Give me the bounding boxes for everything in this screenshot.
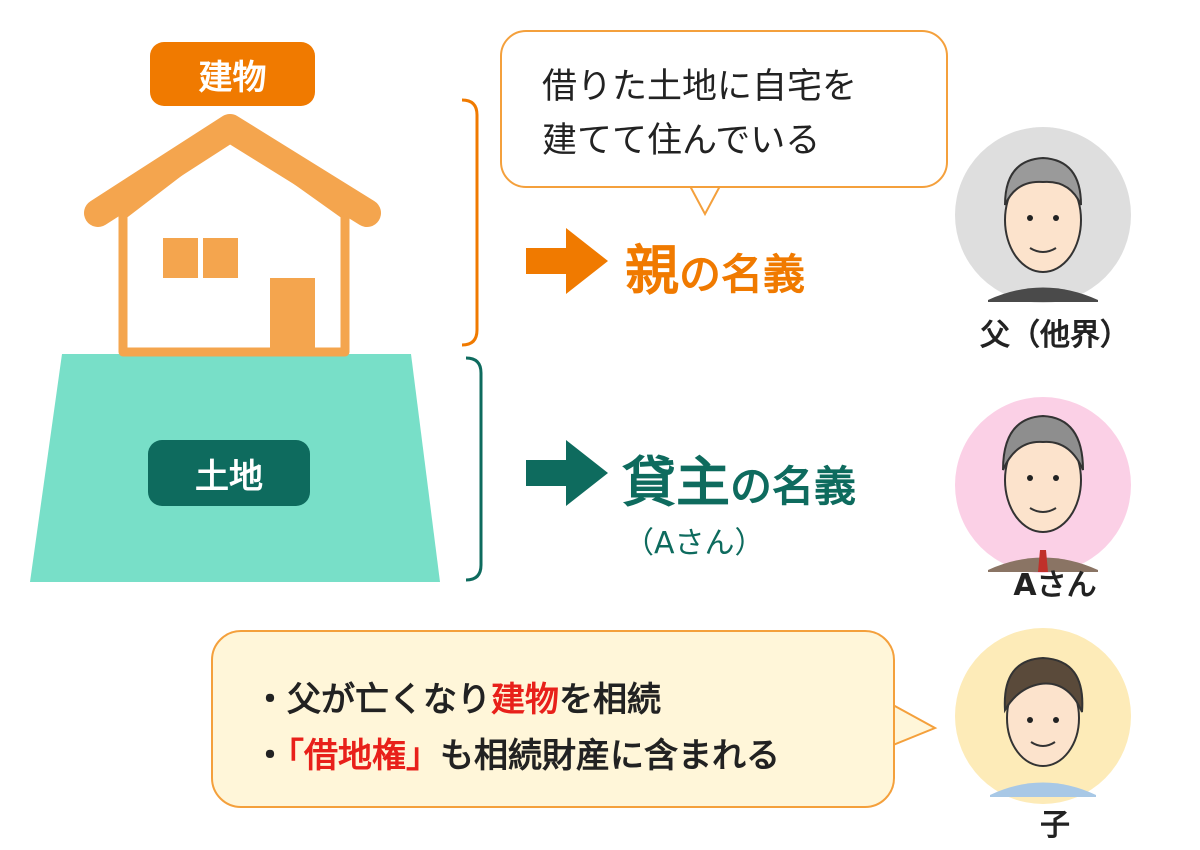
landlord-caption: Aさん (1013, 568, 1097, 603)
landlord-ownership-main: 貸主 (622, 451, 730, 514)
land-label: 土地 (148, 440, 310, 506)
parent-ownership-main: 親 (625, 239, 679, 302)
landlord-ownership: 貸主の名義 (622, 438, 856, 517)
bubble-bottom-line-2-post: も相続財産に含まれる (440, 736, 780, 776)
bracket-building (461, 98, 479, 347)
parent-ownership: 親の名義 (625, 226, 805, 305)
bracket-land (465, 356, 483, 582)
father-avatar (955, 127, 1131, 303)
parent-ownership-rest: の名義 (679, 250, 806, 299)
bubble-bottom-line-1-post: を相続 (559, 680, 661, 720)
landlord-avatar (955, 397, 1131, 573)
bubble-bottom-line-2-pre: ・ (253, 736, 287, 776)
building-label: 建物 (150, 42, 315, 106)
speech-bubble-bottom: ・父が亡くなり建物を相続 ・「借地権」も相続財産に含まれる (211, 630, 895, 808)
child-avatar (955, 628, 1131, 804)
bubble-top-tail (688, 185, 722, 217)
child-caption: 子 (1040, 808, 1070, 843)
landlord-ownership-rest: の名義 (730, 462, 857, 511)
bubble-top-line-1: 借りた土地に自宅を (542, 67, 858, 107)
speech-bubble-top: 借りた土地に自宅を 建てて住んでいる (500, 30, 948, 188)
bubble-bottom-line-1-pre: ・父が亡くなり (253, 680, 491, 720)
house-icon (84, 114, 381, 357)
arrow-to-landlord-icon (526, 440, 608, 506)
bubble-bottom-tail (892, 703, 938, 747)
landlord-ownership-sub: （Aさん） (624, 526, 765, 561)
arrow-to-parent-icon (526, 228, 608, 294)
bubble-bottom-line-2-highlight: 「借地権」 (287, 736, 440, 776)
bubble-top-line-2: 建てて住んでいる (542, 121, 821, 161)
father-caption: 父（他界） (980, 318, 1130, 353)
bubble-bottom-line-1-highlight: 建物 (491, 680, 559, 720)
bubble-bottom-line-1: ・父が亡くなり建物を相続 (253, 672, 873, 728)
bubble-bottom-line-2: ・「借地権」も相続財産に含まれる (253, 728, 873, 784)
